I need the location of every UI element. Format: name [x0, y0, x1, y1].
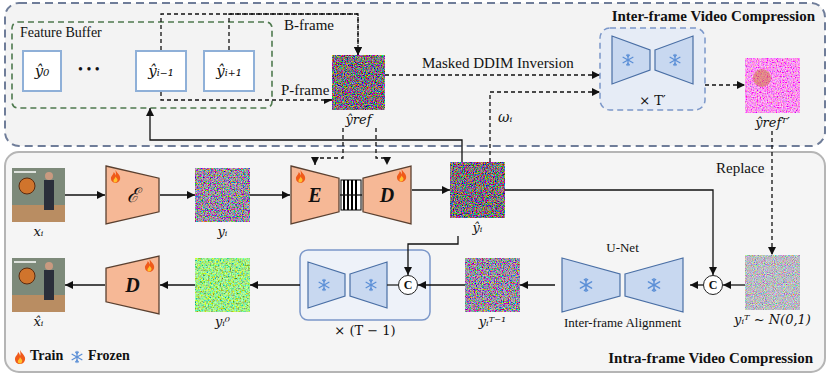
alignment-unet: U-NetInter-frame Alignment — [555, 240, 690, 332]
train-icon — [296, 170, 305, 183]
trapezoid-outline — [106, 256, 159, 314]
node-text: × (T − 1) — [334, 323, 395, 339]
node-text: Inter-frame Alignment — [564, 315, 681, 331]
connector — [771, 131, 772, 255]
edge-label: ωᵢ — [496, 110, 514, 125]
connector — [408, 236, 458, 275]
edge-label: B-frame — [282, 17, 336, 34]
connector — [690, 284, 703, 285]
connector — [250, 284, 300, 285]
inversion-unet: × T′ — [600, 28, 705, 110]
connector — [385, 74, 600, 75]
connector — [315, 128, 343, 165]
ellipsis: • • • — [78, 62, 100, 78]
edge-label: Masked DDIM Inversion — [420, 55, 576, 72]
caption: yᵢᵀ ~ N(0,1) — [734, 312, 811, 328]
legend-text: Train — [30, 348, 63, 364]
node-text: ŷᵢ₊₁ — [216, 62, 241, 80]
connector — [65, 194, 105, 195]
caption: ŷrefᵀ′ — [755, 115, 789, 131]
edge-label: Replace — [714, 160, 766, 177]
caption: yᵢ — [218, 224, 228, 240]
connector — [65, 284, 105, 285]
train-icon — [111, 170, 120, 183]
node-text: D — [125, 273, 139, 297]
node-text: × T′ — [639, 93, 666, 109]
connector — [250, 194, 290, 195]
decoded-latent: ŷᵢ — [450, 162, 505, 236]
concat-circle: C — [703, 275, 723, 295]
noise-latent: yᵢᵀ ~ N(0,1) — [745, 255, 800, 328]
buffer-feature: ŷᵢ₋₁ — [135, 50, 187, 92]
train-icon — [397, 169, 406, 182]
denoised-latent: yᵢᵀ⁻¹ — [465, 258, 520, 330]
caption: yᵢ⁰ — [215, 314, 230, 330]
inverted-latent: ŷrefᵀ′ — [745, 58, 800, 131]
connector — [705, 84, 745, 85]
connector — [723, 284, 745, 285]
node-text: E — [308, 183, 321, 207]
node-text: ŷᵢ₋₁ — [148, 62, 173, 80]
connector — [490, 92, 600, 162]
panel-heading: Feature Buffer — [20, 25, 102, 42]
node-text: C — [404, 278, 413, 292]
buffer-feature: ŷ₀ — [22, 50, 62, 92]
latent-image: yᵢ — [195, 168, 250, 240]
connector — [505, 190, 713, 275]
connector — [160, 284, 195, 285]
trapezoid-outline — [291, 166, 339, 224]
trapezoid-outline — [363, 166, 411, 224]
feature-buffer: Feature Buffer ŷ₀ ŷᵢ₋₁ ŷᵢ₊₁ — [12, 22, 272, 108]
connector — [412, 189, 450, 190]
connector — [520, 284, 555, 285]
intra-frame-panel: Intra-frame Video Compression xᵢ ℰyᵢ E Dŷᵢ yᵢ… — [5, 152, 825, 372]
connector — [229, 14, 358, 55]
clean-latent: yᵢ⁰ — [195, 258, 250, 330]
caption: ŷᵢ — [473, 220, 483, 236]
vae-decoder: D — [105, 255, 160, 315]
connector — [150, 108, 462, 162]
compression-decoder: D — [362, 165, 412, 225]
output-frame: x̂ᵢ — [12, 258, 65, 330]
connector — [161, 14, 358, 55]
reference-latent: ŷref — [332, 55, 385, 128]
caption: x̂ᵢ — [34, 314, 44, 330]
caption: ŷref — [345, 112, 371, 128]
panel-heading: Intra-frame Video Compression — [608, 349, 813, 367]
caption: xᵢ — [34, 224, 44, 240]
connector — [418, 284, 465, 285]
caption: yᵢᵀ⁻¹ — [479, 314, 507, 330]
node-text: D — [380, 183, 394, 207]
node-text: U-Net — [606, 240, 639, 256]
inter-frame-panel: Inter-frame Video CompressionFeature Buf… — [5, 3, 825, 146]
trapezoid-outline — [106, 166, 159, 224]
legend-text: Frozen — [88, 348, 130, 364]
node-text: C — [709, 278, 718, 292]
input-frame: xᵢ — [12, 168, 65, 240]
train-icon — [145, 259, 154, 272]
node-text: ŷ₀ — [35, 62, 50, 80]
node-text: ℰ — [127, 183, 139, 207]
vae-encoder: ℰ — [105, 165, 160, 225]
denoise-loop: × (T − 1) C — [300, 250, 430, 340]
compression-encoder: E — [290, 165, 340, 225]
edge-label: P-frame — [279, 82, 331, 99]
panel-heading: Inter-frame Video Compression — [612, 7, 815, 25]
connector — [340, 194, 362, 195]
buffer-feature: ŷᵢ₊₁ — [203, 50, 255, 92]
concat-circle: C — [398, 275, 418, 295]
connector — [160, 194, 195, 195]
connector — [376, 128, 387, 165]
